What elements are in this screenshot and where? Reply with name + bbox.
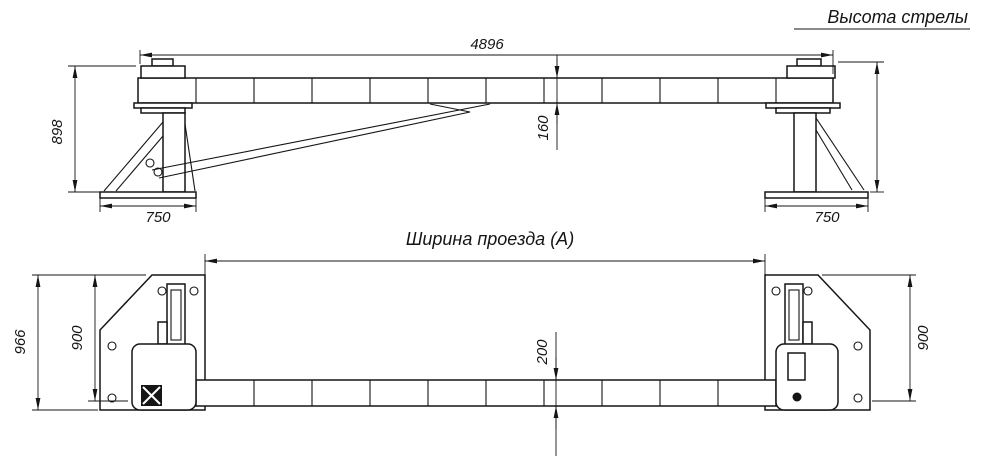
plan-right-bracket — [775, 343, 839, 411]
dim-beam-length: 4896 — [470, 36, 504, 53]
dim-overall-depth: 966 — [12, 329, 29, 355]
plan-view: Ширина проезда (А) 966 900 900 200 — [12, 229, 932, 456]
dim-beam-width: 200 — [534, 339, 551, 366]
dim-plate-depth-right: 900 — [915, 325, 932, 351]
boom-height-label: Высота стрелы — [827, 7, 968, 27]
dim-plate-depth-left: 900 — [69, 325, 86, 351]
plan-dimensions: Ширина проезда (А) 966 900 900 200 — [12, 229, 932, 456]
side-view: 4896 160 Высота стрелы 898 750 — [49, 7, 970, 226]
dim-beam-height: 160 — [535, 115, 552, 141]
plan-beam — [195, 379, 777, 407]
dim-base-left: 750 — [145, 209, 171, 226]
side-left-support — [99, 58, 491, 199]
side-beam — [137, 77, 834, 104]
plan-left-bracket — [131, 343, 197, 411]
dim-column-height: 898 — [49, 119, 66, 145]
side-right-support — [764, 58, 869, 199]
side-dimensions: 4896 160 Высота стрелы 898 750 — [49, 7, 970, 226]
dim-base-right: 750 — [814, 209, 840, 226]
passage-width-label: Ширина проезда (А) — [406, 229, 574, 249]
